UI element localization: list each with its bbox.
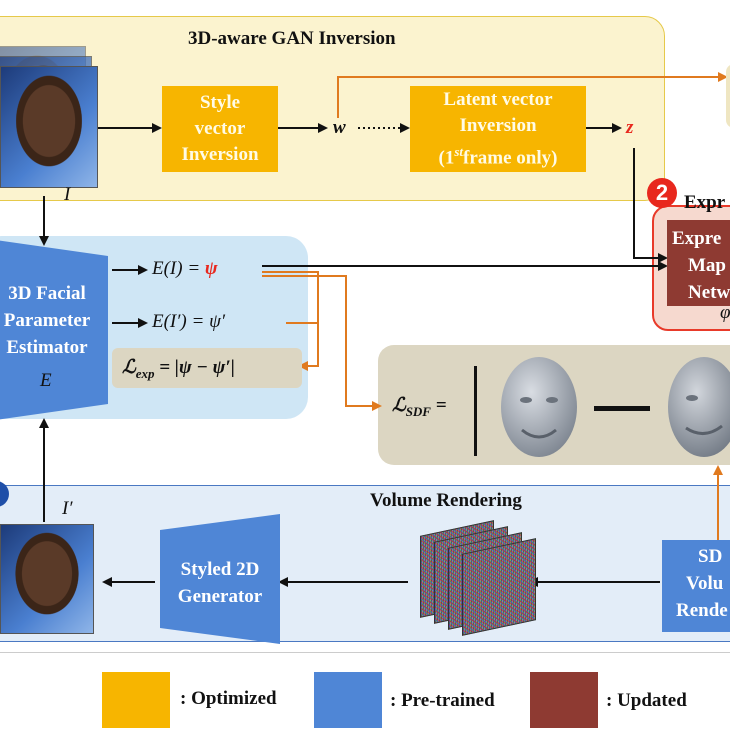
sdf-loss: ℒSDF = bbox=[392, 395, 447, 419]
legend-divider bbox=[0, 652, 730, 653]
generator-line-2: Generator bbox=[177, 586, 263, 607]
feature-plane-4 bbox=[462, 538, 536, 636]
minus-sign bbox=[594, 406, 650, 411]
latent-box-line-3-suffix: frame only) bbox=[463, 147, 558, 169]
step-2-number: 2 bbox=[655, 180, 669, 205]
cropped-step-badge bbox=[0, 481, 9, 507]
estimator-symbol: E bbox=[40, 370, 52, 391]
norm-bar bbox=[474, 366, 477, 456]
style-box-line-2: vector bbox=[194, 118, 246, 139]
latent-box-line-1: Latent vector bbox=[443, 88, 553, 110]
volume-rendering-region bbox=[0, 485, 730, 642]
generator-label: Styled 2D Generator bbox=[160, 556, 280, 610]
estimator-line-1: 3D Facial bbox=[8, 283, 86, 304]
step-2-badge bbox=[647, 178, 677, 208]
estimator-trapezoid bbox=[0, 240, 108, 420]
gan-inversion-title: 3D-aware GAN Inversion bbox=[188, 28, 396, 49]
sdf-line-2: Volu bbox=[686, 573, 724, 594]
psi-highlight: ψ bbox=[204, 258, 218, 279]
z-label: z bbox=[626, 117, 634, 138]
expression-mapping-network bbox=[667, 220, 730, 306]
legend-swatch-optimized bbox=[102, 672, 170, 728]
volume-rendering-title: Volume Rendering bbox=[370, 490, 522, 511]
legend-swatch-updated bbox=[530, 672, 598, 728]
output-label: I′ bbox=[62, 498, 73, 519]
legend-label-pretrained: : Pre-trained bbox=[390, 690, 495, 711]
latent-box-line-3-prefix: (1 bbox=[438, 147, 455, 169]
style-box-line-1: Style bbox=[199, 92, 241, 113]
latent-vector-inversion-box: Latent vector Inversion (1stframe only) bbox=[410, 86, 586, 172]
estimator-label: 3D Facial Parameter Estimator bbox=[0, 280, 106, 361]
face-mesh-target bbox=[501, 357, 577, 457]
expression-title: Expr bbox=[684, 192, 726, 213]
expression-line-1: Expre bbox=[672, 228, 722, 249]
latent-box-line-2: Inversion bbox=[459, 114, 537, 136]
sdf-line-3: Rende bbox=[676, 600, 728, 621]
sdf-volume-renderer bbox=[662, 540, 730, 632]
expression-network-label: Expre Map Netw bbox=[672, 225, 730, 306]
expression-line-2: Map bbox=[688, 255, 726, 276]
input-label: I bbox=[64, 184, 71, 205]
output-image bbox=[0, 524, 94, 634]
expression-loss: ℒexp = |ψ − ψ′| bbox=[122, 357, 235, 381]
generator-trapezoid bbox=[160, 514, 280, 644]
eq-e-of-i-lhs: E(I) = bbox=[152, 258, 205, 279]
latent-box-line-3-sup: st bbox=[454, 143, 464, 159]
generator-line-1: Styled 2D bbox=[180, 559, 260, 580]
w-label: w bbox=[333, 117, 346, 138]
latent-box-line-3: (1stframe only) bbox=[439, 139, 558, 171]
expression-loss-box bbox=[112, 348, 302, 388]
eq-e-of-i-prime: E(I′) = ψ′ bbox=[152, 311, 226, 332]
face-mesh-predicted bbox=[668, 357, 730, 457]
estimator-line-3: Estimator bbox=[6, 337, 88, 358]
legend-swatch-pretrained bbox=[314, 672, 382, 728]
expression-line-3: Netw bbox=[688, 282, 730, 303]
style-box-line-3: Inversion bbox=[181, 144, 259, 165]
sdf-volume-label: SD Volu Rende bbox=[668, 543, 730, 624]
expression-symbol: φ bbox=[720, 302, 730, 323]
cropped-output-box bbox=[726, 64, 730, 128]
legend-label-optimized: : Optimized bbox=[180, 688, 277, 709]
estimator-line-2: Parameter bbox=[3, 310, 91, 331]
legend-label-updated: : Updated bbox=[606, 690, 687, 711]
input-image bbox=[0, 66, 98, 188]
style-vector-inversion-box: Style vector Inversion bbox=[162, 86, 278, 172]
eq-e-of-i: E(I) = ψ bbox=[152, 258, 218, 280]
sdf-line-1: SD bbox=[698, 546, 723, 567]
